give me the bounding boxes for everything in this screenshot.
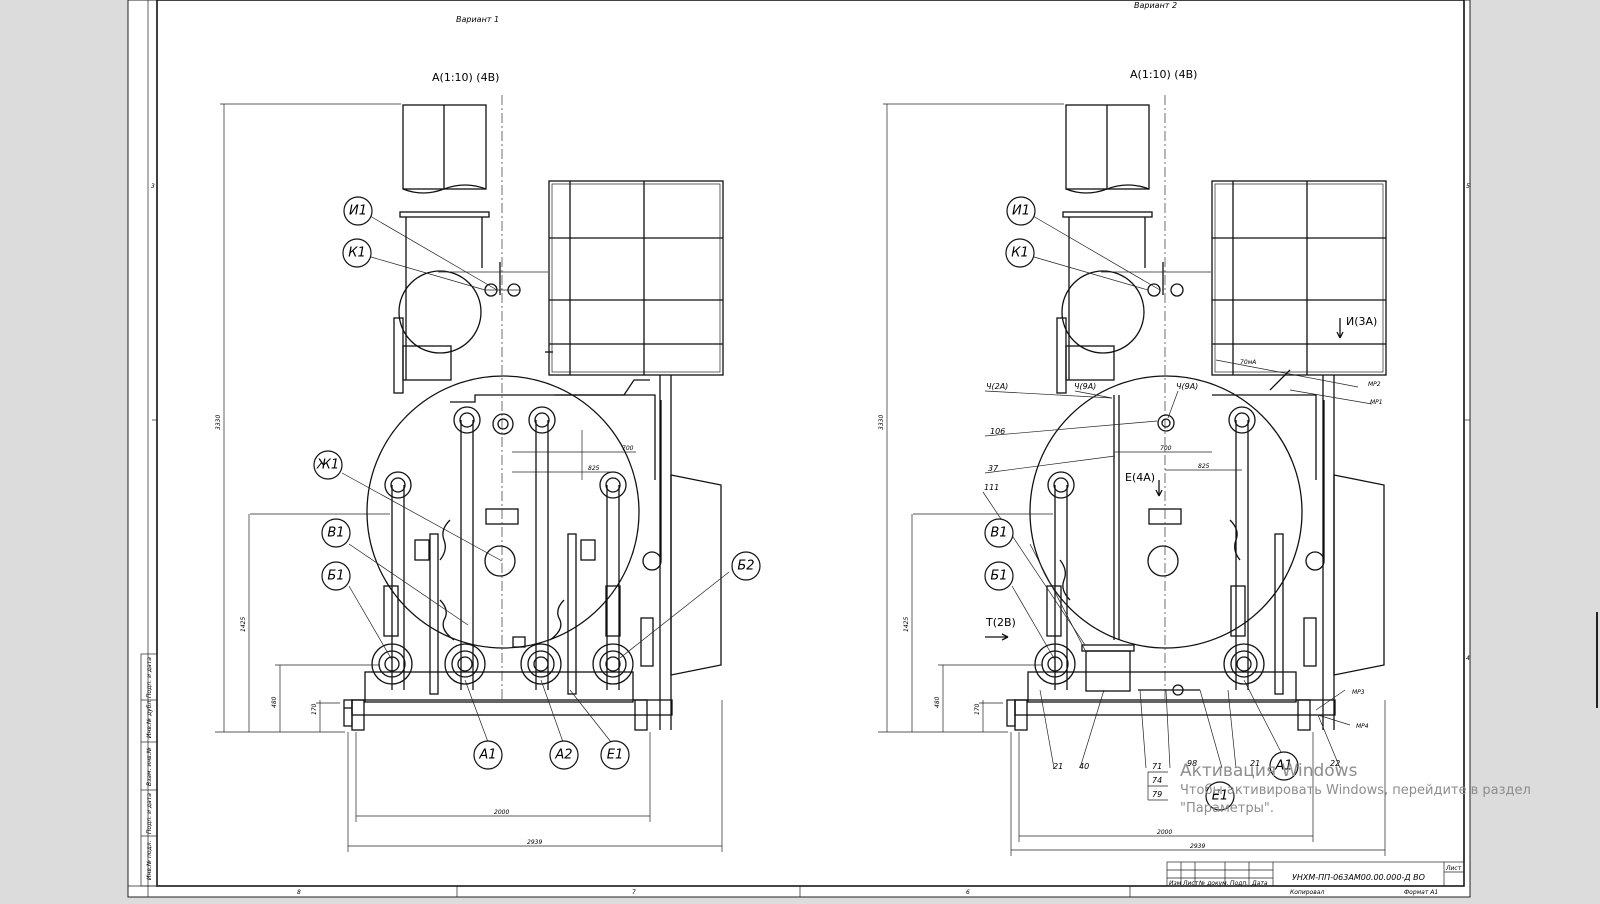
svg-text:Подп. и дата: Подп. и дата xyxy=(146,657,153,698)
v1-callout-i1: И1 xyxy=(343,196,373,226)
v1-dim-height-total: 3330 xyxy=(215,415,222,430)
v1-callout-zh1: Ж1 xyxy=(313,450,343,480)
svg-text:К1: К1 xyxy=(348,246,366,261)
v2-label-79: 79 xyxy=(1152,790,1162,799)
v2-label-t2v: Т(2В) xyxy=(985,616,1016,629)
side-stamp: Инв.№ подл. Подп. и дата Взам. инв.№ Инв… xyxy=(140,653,158,887)
zone-letter-4: 5 xyxy=(1466,183,1470,190)
v2-label-111: 111 xyxy=(984,483,999,492)
v1-callout-v1: В1 xyxy=(321,518,351,548)
svg-text:Лист: Лист xyxy=(1445,865,1462,872)
svg-text:К1: К1 xyxy=(1011,246,1029,261)
svg-text:Дата: Дата xyxy=(1251,880,1268,887)
variant-1-view: Вариант 1 А(1:10) (4В) xyxy=(215,15,761,852)
title-block: Изм Лист № докум. Подп. Дата УНХМ-ПП-063… xyxy=(1166,861,1465,896)
v2-dim-height-pipe: 170 xyxy=(974,703,981,715)
svg-text:И1: И1 xyxy=(349,204,367,219)
variant-2-view: Вариант 2 А(1:10) (4В) xyxy=(878,1,1387,856)
v2-dim-width-outer: 2939 xyxy=(1190,843,1205,850)
zone-letter-1: 8 xyxy=(297,889,301,896)
v2-label-106: 106 xyxy=(990,427,1005,436)
v1-dim-height-low: 480 xyxy=(271,696,278,708)
zone-letter-2: 7 xyxy=(632,889,636,896)
svg-text:Ж1: Ж1 xyxy=(316,458,339,473)
v1-dim-b: 825 xyxy=(588,465,600,472)
v2-label-40: 40 xyxy=(1079,762,1089,771)
v2-label-98: 98 xyxy=(1187,759,1197,768)
v2-dim-height-low: 480 xyxy=(934,696,941,708)
v1-callout-a1: А1 xyxy=(473,740,503,770)
v2-callout-e1: Е1 xyxy=(1205,781,1235,811)
v2-label-mp4: МР4 xyxy=(1356,723,1369,730)
v2-label-21b: 21 xyxy=(1250,759,1260,768)
v2-label-i3a: И(3А) xyxy=(1346,315,1377,328)
v2-dim-b: 825 xyxy=(1198,463,1210,470)
stamp-code: УНХМ-ПП-063АМ00.00.000-Д ВО xyxy=(1292,873,1425,882)
svg-text:Взам. инв.№: Взам. инв.№ xyxy=(146,747,153,786)
v2-callout-k1: К1 xyxy=(1005,238,1035,268)
svg-text:А1: А1 xyxy=(1274,759,1292,774)
zone-letter-5: 4 xyxy=(1466,655,1470,662)
svg-text:В1: В1 xyxy=(990,526,1007,541)
v1-callout-k1: К1 xyxy=(342,238,372,268)
variant-1-title: Вариант 1 xyxy=(456,15,499,24)
v2-label-note-top: 70мА xyxy=(1240,359,1256,366)
v2-label-ch9a-left: Ч(9А) xyxy=(1074,382,1096,391)
v1-dim-height-mid: 1425 xyxy=(240,617,247,632)
svg-text:Б1: Б1 xyxy=(990,569,1007,584)
v1-callout-b2: Б2 xyxy=(731,551,761,581)
v2-callout-i1: И1 xyxy=(1006,196,1036,226)
stamp-copied: Копировал xyxy=(1290,889,1324,896)
svg-text:В1: В1 xyxy=(327,526,344,541)
v2-label-37: 37 xyxy=(988,464,999,473)
v2-label-mp2: МР2 xyxy=(1368,381,1381,388)
v1-dim-width-outer: 2939 xyxy=(527,839,542,846)
svg-text:А2: А2 xyxy=(554,748,572,763)
v2-dim-height-total: 3330 xyxy=(878,415,885,430)
stamp-format: Формат А1 xyxy=(1404,889,1438,896)
svg-text:Изм: Изм xyxy=(1169,880,1182,887)
svg-text:Б2: Б2 xyxy=(737,559,754,574)
v1-dim-a: 700 xyxy=(622,445,634,452)
svg-text:Подп.: Подп. xyxy=(1230,880,1248,887)
svg-text:Подп. и дата: Подп. и дата xyxy=(146,793,153,834)
v2-label-71: 71 xyxy=(1152,762,1162,771)
svg-text:А1: А1 xyxy=(478,748,496,763)
svg-text:Инв.№ подл.: Инв.№ подл. xyxy=(146,840,153,880)
svg-text:И1: И1 xyxy=(1012,204,1030,219)
v2-label-22: 22 xyxy=(1330,759,1340,768)
variant-2-view-label: А(1:10) (4В) xyxy=(1130,68,1197,81)
svg-text:Инв.№ дубл.: Инв.№ дубл. xyxy=(146,699,153,738)
v2-callout-v1: В1 xyxy=(984,518,1014,548)
v2-dim-width-inner: 2000 xyxy=(1157,829,1172,836)
v2-label-ch2a: Ч(2А) xyxy=(986,382,1008,391)
v1-callout-b1: Б1 xyxy=(321,561,351,591)
v2-label-e4a: Е(4А) xyxy=(1125,471,1155,484)
v2-label-21a: 21 xyxy=(1053,762,1063,771)
v2-label-ch9a-right: Ч(9А) xyxy=(1176,382,1198,391)
v2-dim-a: 700 xyxy=(1160,445,1172,452)
v2-callout-a1: А1 xyxy=(1269,751,1299,781)
v1-callout-a2: А2 xyxy=(549,740,579,770)
svg-text:Е1: Е1 xyxy=(607,748,624,763)
scrollbar-thumb[interactable] xyxy=(1596,612,1598,708)
v1-dim-width-inner: 2000 xyxy=(494,809,509,816)
v2-label-74: 74 xyxy=(1152,776,1162,785)
v1-callout-e1: Е1 xyxy=(600,740,630,770)
zone-letter-3: 6 xyxy=(966,889,970,896)
svg-text:Е1: Е1 xyxy=(1212,789,1229,804)
zone-letter-6: 3 xyxy=(151,183,155,190)
v2-label-mp3: МР3 xyxy=(1352,689,1365,696)
variant-2-title: Вариант 2 xyxy=(1134,1,1177,10)
variant-1-view-label: А(1:10) (4В) xyxy=(432,71,499,84)
v2-callout-b1: Б1 xyxy=(984,561,1014,591)
svg-text:№ докум.: № докум. xyxy=(1198,880,1229,887)
v2-label-mp1: МР1 xyxy=(1370,399,1383,406)
v1-dim-height-pipe: 170 xyxy=(311,703,318,715)
svg-text:Б1: Б1 xyxy=(327,569,344,584)
v2-dim-height-mid: 1425 xyxy=(903,617,910,632)
svg-text:Лист: Лист xyxy=(1182,880,1199,887)
